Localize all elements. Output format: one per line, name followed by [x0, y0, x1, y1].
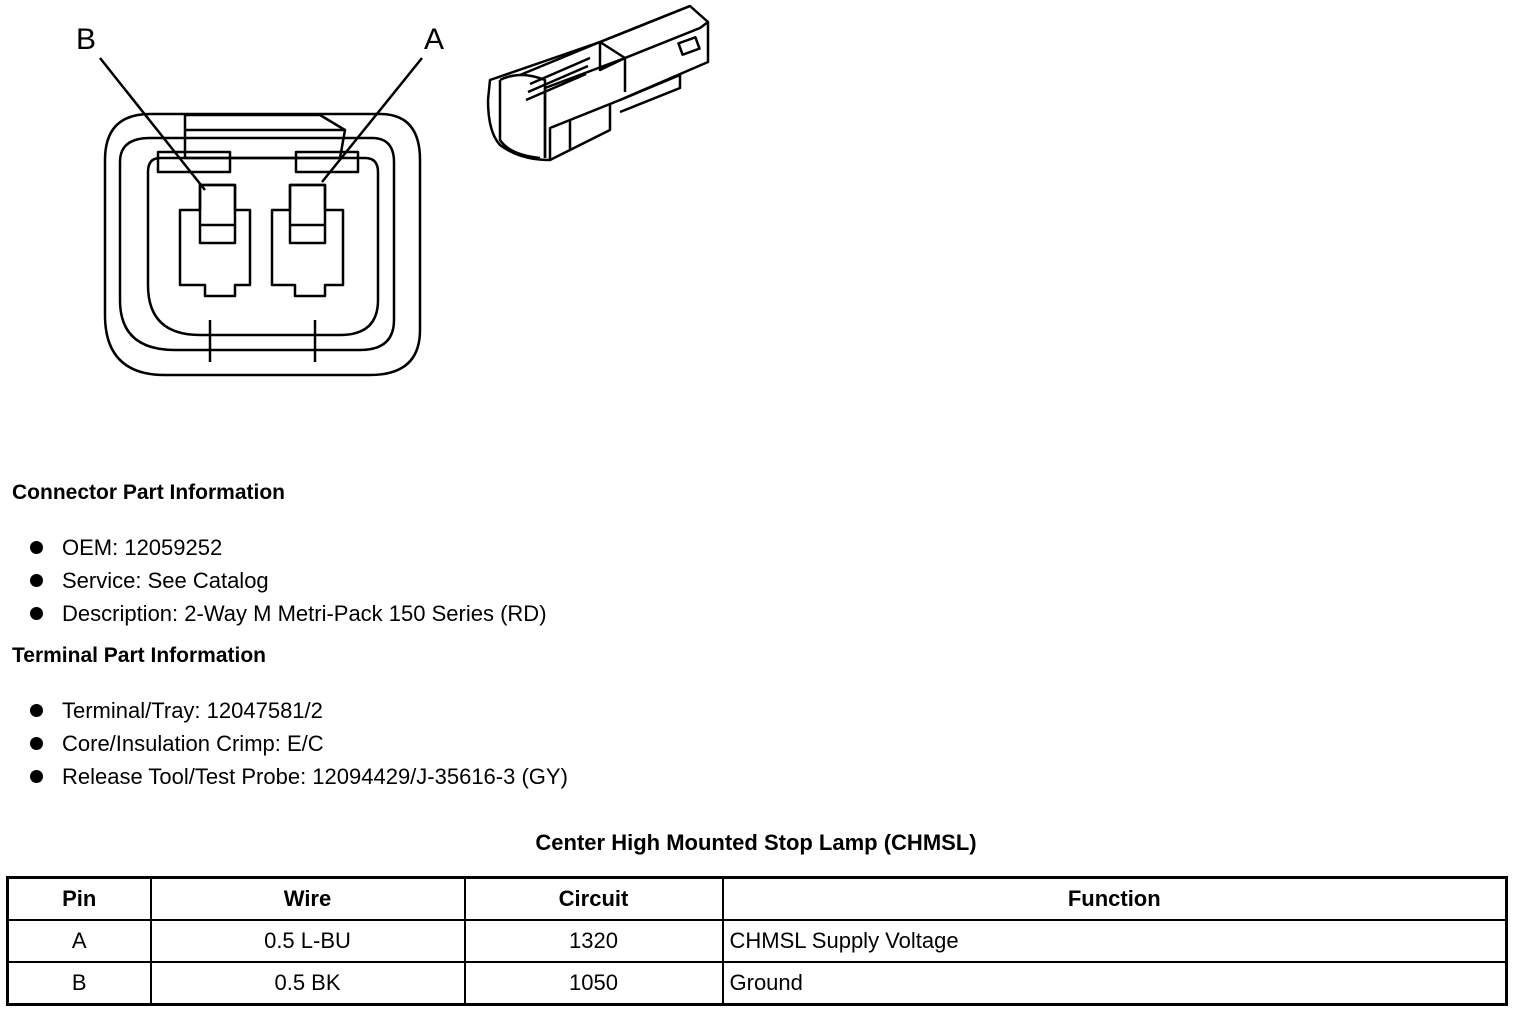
- connector-diagram: B A: [76, 4, 710, 377]
- pin-label-a: A: [424, 23, 444, 56]
- bullet-icon: [30, 541, 43, 554]
- bullet-icon: [30, 704, 43, 717]
- bullet-icon: [30, 737, 43, 750]
- connector-outer-shell: [103, 112, 422, 377]
- cell-pin: A: [6, 919, 152, 963]
- list-item: Core/Insulation Crimp: E/C: [28, 727, 568, 760]
- connector-key-right: [294, 150, 360, 174]
- connector-cavity: [146, 156, 380, 337]
- bullet-icon: [30, 574, 43, 587]
- cell-circuit: 1320: [463, 919, 724, 963]
- table-row: A 0.5 L-BU 1320 CHMSL Supply Voltage: [6, 919, 1508, 963]
- connector-isometric-view: [486, 4, 710, 162]
- table-header-row: Pin Wire Circuit Function: [6, 876, 1508, 921]
- pin-label-b: B: [76, 23, 96, 56]
- connector-info-title: Connector Part Information: [12, 481, 286, 504]
- bullet-icon: [30, 770, 43, 783]
- leader-a: [321, 57, 423, 183]
- list-item: Release Tool/Test Probe: 12094429/J-3561…: [28, 760, 568, 793]
- header-function: Function: [721, 876, 1508, 921]
- terminal-a: [270, 183, 345, 298]
- header-circuit: Circuit: [463, 876, 724, 921]
- cell-wire: 0.5 BK: [149, 961, 466, 1006]
- pin-table-title: Center High Mounted Stop Lamp (CHMSL): [535, 830, 977, 855]
- terminal-info-title: Terminal Part Information: [12, 644, 266, 667]
- list-item: Terminal/Tray: 12047581/2: [28, 694, 568, 727]
- terminal-info-list: Terminal/Tray: 12047581/2 Core/Insulatio…: [28, 694, 568, 793]
- connector-inner-shell: [118, 136, 396, 352]
- header-wire: Wire: [149, 876, 466, 921]
- pin-table: Pin Wire Circuit Function A 0.5 L-BU 132…: [6, 876, 1508, 1006]
- cell-circuit: 1050: [463, 961, 724, 1006]
- connector-key-left: [156, 150, 232, 174]
- table-row: B 0.5 BK 1050 Ground: [6, 961, 1508, 1006]
- terminal-b: [178, 183, 252, 298]
- connector-info-list: OEM: 12059252 Service: See Catalog Descr…: [28, 531, 547, 630]
- cell-function: CHMSL Supply Voltage: [721, 919, 1508, 963]
- cell-wire: 0.5 L-BU: [149, 919, 466, 963]
- list-item: Service: See Catalog: [28, 564, 547, 597]
- header-pin: Pin: [6, 876, 152, 921]
- leader-b: [99, 57, 206, 191]
- cell-function: Ground: [721, 961, 1508, 1006]
- cell-pin: B: [6, 961, 152, 1006]
- list-item: Description: 2-Way M Metri-Pack 150 Seri…: [28, 597, 547, 630]
- bullet-icon: [30, 607, 43, 620]
- list-item: OEM: 12059252: [28, 531, 547, 564]
